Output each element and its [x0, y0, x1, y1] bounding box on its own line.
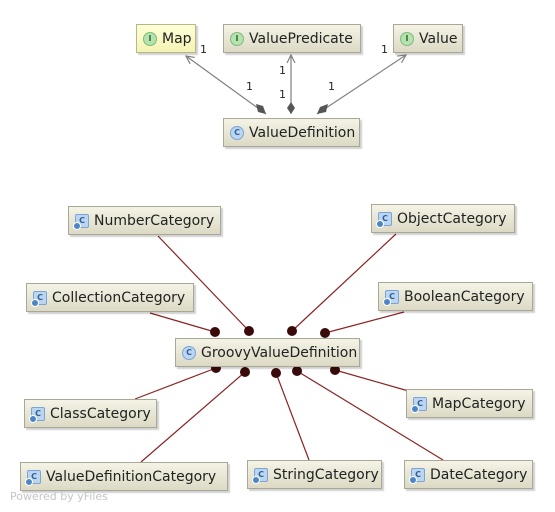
edge-end-booleancategory: [320, 328, 330, 338]
aggregation-diamond-map: [256, 104, 266, 114]
edge-objectcategory: [291, 233, 397, 332]
node-groovyvaluedefinition[interactable]: C GroovyValueDefinition: [175, 338, 360, 367]
multiplicity-valuepredicate-source: 1: [279, 88, 286, 101]
edge-end-collectioncategory: [210, 327, 220, 337]
edge-valuedefinition-value: [316, 55, 406, 115]
node-classcategory[interactable]: C ClassCategory: [24, 399, 157, 428]
node-label-value: Value: [419, 30, 458, 47]
node-label-collectioncategory: CollectionCategory: [52, 289, 186, 306]
groovy-class-icon: C: [25, 469, 41, 486]
node-label-stringcategory: StringCategory: [273, 466, 379, 483]
aggregation-diamond-value: [317, 104, 328, 114]
node-label-valuedefinition: ValueDefinition: [249, 124, 356, 141]
node-label-groovyvaluedefinition: GroovyValueDefinition: [201, 344, 358, 361]
node-label-mapcategory: MapCategory: [432, 395, 526, 412]
interface-icon: I: [230, 31, 244, 46]
edge-classcategory: [134, 367, 217, 400]
interface-icon: I: [143, 31, 157, 46]
groovy-class-icon: C: [383, 289, 399, 306]
edge-end-mapcategory: [330, 365, 340, 375]
interface-icon: I: [400, 31, 414, 46]
edge-numbercategory: [157, 235, 250, 332]
edge-end-stringcategory: [271, 368, 281, 378]
node-datecategory[interactable]: C DateCategory: [404, 460, 533, 489]
multiplicity-map-target: 1: [200, 43, 207, 56]
node-mapcategory[interactable]: C MapCategory: [406, 389, 533, 418]
node-label-classcategory: ClassCategory: [50, 405, 151, 422]
powered-by-watermark: Powered by yFiles: [10, 490, 108, 503]
node-value[interactable]: I Value: [393, 24, 463, 53]
node-valuepredicate[interactable]: I ValuePredicate: [223, 24, 361, 53]
edge-stringcategory: [275, 372, 310, 461]
node-label-numbercategory: NumberCategory: [94, 212, 215, 229]
node-label-valuedefinitioncategory: ValueDefinitionCategory: [46, 468, 217, 485]
edge-mapcategory: [334, 369, 413, 393]
node-numbercategory[interactable]: C NumberCategory: [68, 206, 221, 235]
edge-datecategory: [296, 370, 444, 461]
edge-end-datecategory: [292, 366, 302, 376]
node-valuedefinitioncategory[interactable]: C ValueDefinitionCategory: [20, 462, 228, 491]
node-label-booleancategory: BooleanCategory: [404, 288, 525, 305]
class-icon: C: [182, 345, 196, 360]
node-label-datecategory: DateCategory: [430, 466, 528, 483]
edge-end-numbercategory: [244, 326, 254, 336]
groovy-class-icon: C: [409, 467, 425, 484]
groovy-class-icon: C: [252, 467, 268, 484]
node-objectcategory[interactable]: C ObjectCategory: [371, 204, 515, 233]
groovy-class-icon: C: [31, 290, 47, 307]
multiplicity-map-source: 1: [246, 80, 253, 93]
edge-end-valuedefinitioncategory: [240, 367, 250, 377]
edge-valuedefinitioncategory: [140, 371, 246, 463]
node-map[interactable]: I Map: [136, 24, 196, 53]
association-edges: [186, 55, 406, 115]
node-booleancategory[interactable]: C BooleanCategory: [378, 282, 533, 311]
node-collectioncategory[interactable]: C CollectionCategory: [26, 283, 194, 312]
groovy-class-icon: C: [29, 406, 45, 423]
groovy-edges: [134, 233, 444, 463]
node-label-map: Map: [162, 30, 192, 47]
groovy-class-icon: C: [73, 213, 89, 230]
aggregation-diamond-valuepredicate: [287, 102, 295, 114]
node-label-valuepredicate: ValuePredicate: [249, 30, 353, 47]
multiplicity-value-target: 1: [381, 43, 388, 56]
groovy-class-icon: C: [376, 211, 392, 228]
multiplicity-valuepredicate-target: 1: [279, 64, 286, 77]
edge-booleancategory: [324, 311, 405, 334]
node-valuedefinition[interactable]: C ValueDefinition: [223, 118, 360, 147]
edge-end-objectcategory: [287, 326, 297, 336]
edge-valuedefinition-map: [186, 56, 267, 115]
node-label-objectcategory: ObjectCategory: [397, 210, 507, 227]
node-stringcategory[interactable]: C StringCategory: [247, 460, 382, 489]
edge-collectioncategory: [149, 312, 216, 333]
groovy-class-icon: C: [411, 396, 427, 413]
class-icon: C: [230, 125, 244, 140]
multiplicity-value-source: 1: [328, 80, 335, 93]
